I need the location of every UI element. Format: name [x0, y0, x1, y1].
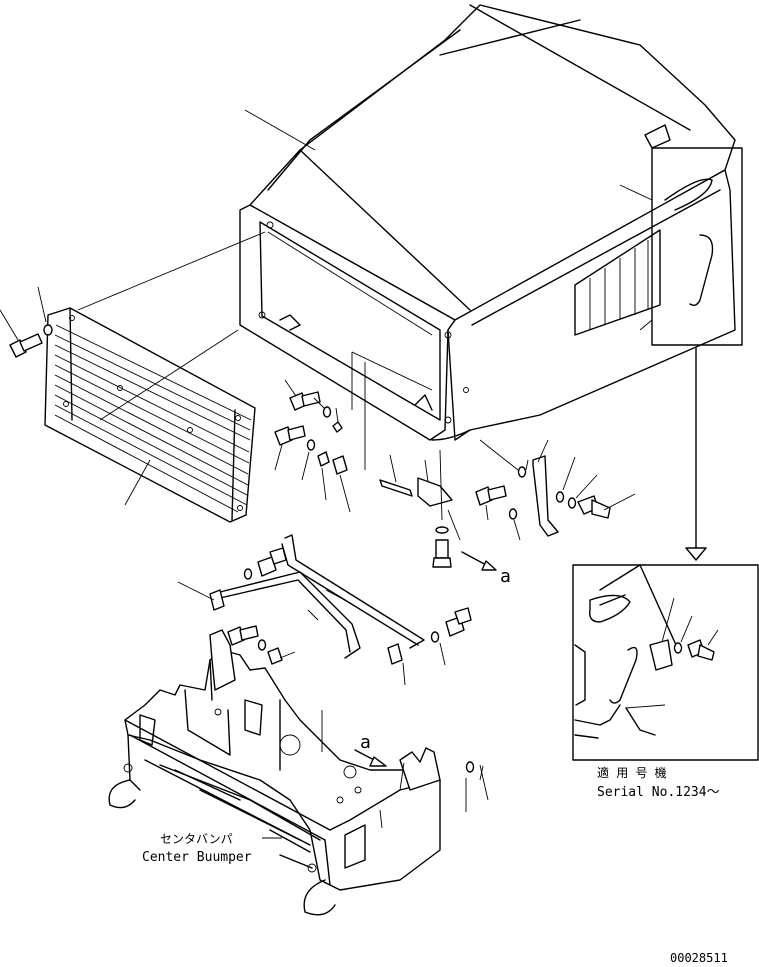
- label-a-lower: a: [360, 732, 371, 753]
- center-bumper-label-jp: センタバンパ: [160, 832, 233, 846]
- bolt-rail-3: [227, 625, 259, 646]
- bolt-mid-2: [274, 425, 306, 446]
- leader-hood: [244, 109, 316, 151]
- leader-grille: [124, 459, 151, 506]
- washer-bumper: [465, 761, 475, 773]
- leader-grille-to-hood: [77, 231, 266, 311]
- washer-side-2: [508, 508, 518, 520]
- front-grille: [44, 307, 256, 523]
- drawing-number: 00028511: [670, 951, 728, 965]
- pin-mid-1: [332, 421, 343, 433]
- washer-grille: [43, 324, 53, 336]
- serial-label-jp: 適 用 号 機: [597, 765, 667, 780]
- serial-label-en: Serial No.1234～: [597, 785, 720, 800]
- label-a-upper: a: [500, 566, 511, 587]
- washer-side-4: [567, 497, 577, 509]
- bolt-rail-1: [257, 547, 287, 577]
- center-bumper-label-en: Center Buumper: [142, 850, 252, 865]
- grab-rail: [209, 534, 425, 665]
- detail-callout-box: [651, 147, 743, 346]
- hood-cover: [239, 4, 736, 441]
- bolt-mid-1: [289, 391, 321, 411]
- center-bumper-label: センタバンパ Center Buumper: [142, 832, 282, 865]
- washer-mid-1: [322, 406, 332, 418]
- washer-mid-2: [306, 439, 316, 451]
- bolt-side-1: [475, 485, 507, 506]
- washer-rail-1: [243, 568, 253, 580]
- washer-rail-2: [430, 631, 440, 643]
- arrow-a-upper: a: [461, 551, 511, 587]
- washer-rail-3: [257, 639, 267, 651]
- detail-arrow: [685, 347, 707, 561]
- center-bumper: [108, 629, 441, 916]
- bolt-side-2: [577, 495, 611, 519]
- spacer-mid-2: [332, 455, 348, 475]
- washer-side-1: [517, 466, 527, 478]
- latch-assembly: [351, 351, 461, 568]
- side-bracket: [532, 439, 559, 537]
- spacer-mid-1: [317, 451, 330, 467]
- bolt-grille: [9, 333, 43, 358]
- washer-side-3: [555, 491, 565, 503]
- bolt-rail-2: [445, 607, 472, 637]
- nut-rail: [267, 647, 283, 665]
- detail-view: [572, 564, 759, 761]
- arrow-a-lower: a: [354, 732, 387, 767]
